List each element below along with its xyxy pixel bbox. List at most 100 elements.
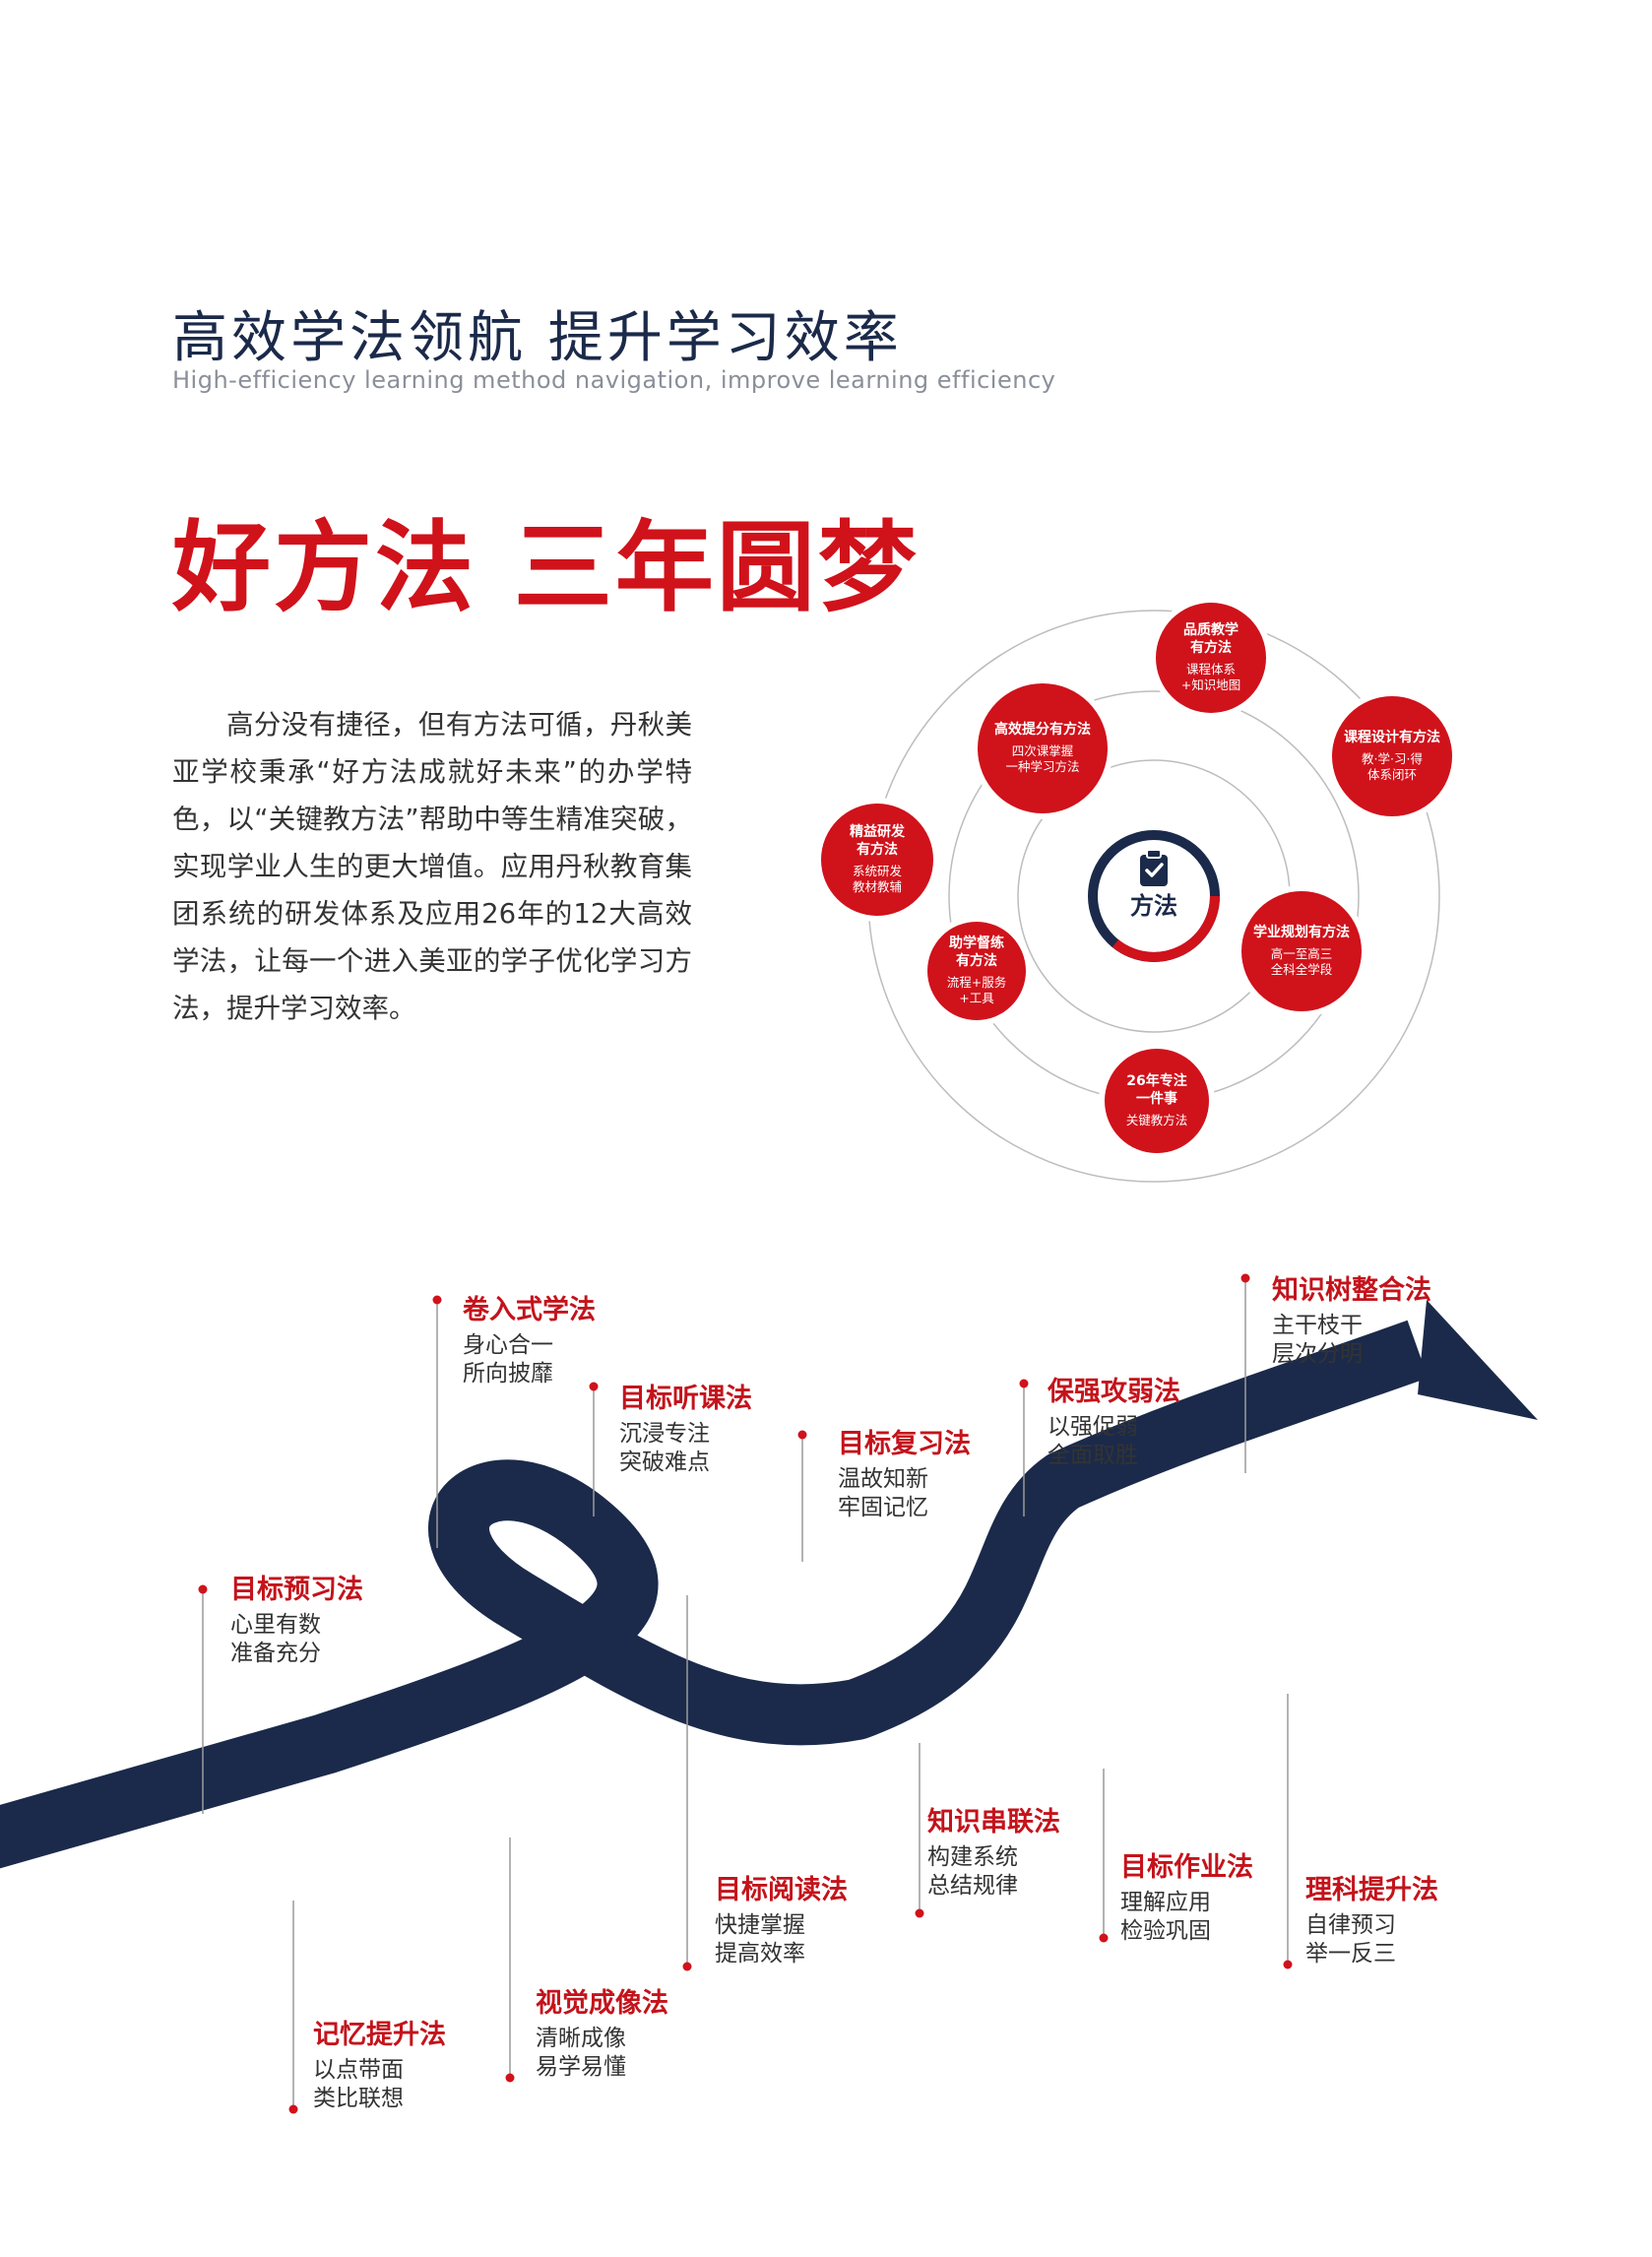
leader-dot	[505, 2073, 515, 2083]
method-desc-line2: 突破难点	[619, 1450, 710, 1475]
bubble-subtitle: +知识地图	[1181, 677, 1240, 692]
method-desc-line2: 牢固记忆	[838, 1495, 928, 1520]
bubble-subtitle: 流程+服务	[947, 975, 1006, 990]
method-name: 理科提升法	[1305, 1875, 1438, 1905]
method-label-bottom-4: 知识串联法构建系统总结规律	[927, 1806, 1060, 1901]
method-desc-line2: 准备充分	[230, 1641, 321, 1666]
bubble-title: 高效提分有方法	[994, 721, 1091, 738]
winding-road	[0, 1320, 1429, 1869]
leader-dot	[1019, 1379, 1029, 1388]
method-desc-line1: 主干枝干	[1272, 1313, 1363, 1338]
method-label-top-1: 目标预习法心里有数准备充分	[230, 1574, 363, 1668]
section-subtitle-en: High-efficiency learning method navigati…	[172, 366, 1056, 394]
bubble-title: 有方法	[956, 952, 997, 969]
bubble-title: 一件事	[1136, 1090, 1177, 1107]
method-bubbles: 品质教学有方法课程体系+知识地图课程设计有方法教·学·习·得体系闭环学业规划有方…	[815, 597, 1458, 1159]
bubble-subtitle: 教·学·习·得	[1362, 751, 1423, 766]
method-desc-line1: 温故知新	[838, 1466, 928, 1492]
bubble-disc	[1332, 696, 1452, 816]
method-label-bottom-5: 目标作业法理解应用检验巩固	[1120, 1851, 1253, 1946]
method-desc-line1: 快捷掌握	[715, 1912, 805, 1938]
method-label-top-4: 目标复习法温故知新牢固记忆	[838, 1428, 971, 1522]
method-desc-line2: 类比联想	[313, 2086, 404, 2111]
intro-paragraph: 高分没有捷径，但有方法可循，丹秋美亚学校秉承“好方法成就好未来”的办学特色，以“…	[172, 709, 692, 1024]
method-desc-line1: 沉浸专注	[619, 1421, 710, 1447]
leader-dot	[1283, 1960, 1293, 1969]
method-name: 视觉成像法	[536, 1988, 668, 2019]
bubble-disc	[1105, 1049, 1209, 1153]
leader-dot	[1099, 1933, 1109, 1943]
clipboard-check-icon	[1140, 849, 1168, 886]
method-label-bottom-3: 目标阅读法快捷掌握提高效率	[715, 1874, 848, 1968]
bubble-subtitle: 系统研发	[853, 864, 903, 878]
method-name: 目标作业法	[1120, 1852, 1253, 1883]
method-desc-line1: 以点带面	[313, 2057, 404, 2083]
method-desc-line2: 总结规律	[927, 1873, 1018, 1899]
method-name: 记忆提升法	[313, 2020, 446, 2050]
leader-dot	[589, 1382, 599, 1391]
bubble-title: 有方法	[857, 841, 898, 858]
methods-circle-diagram: 方法 品质教学有方法课程体系+知识地图课程设计有方法教·学·习·得体系闭环学业规…	[815, 597, 1458, 1183]
bubble-subtitle: 体系闭环	[1367, 767, 1417, 782]
bubble-title: 26年专注	[1126, 1072, 1186, 1089]
bubble-subtitle: 高一至高三	[1271, 946, 1333, 961]
leader-dot	[915, 1908, 924, 1918]
bubble-title: 课程设计有方法	[1344, 729, 1440, 745]
bubble-title: 学业规划有方法	[1253, 924, 1350, 940]
bubble-title: 精益研发	[850, 823, 906, 840]
bubble-disc	[927, 922, 1026, 1020]
leader-dot	[198, 1584, 208, 1594]
method-label-top-3: 目标听课法沉浸专注突破难点	[619, 1383, 752, 1477]
method-desc-line1: 心里有数	[230, 1612, 321, 1638]
method-name: 目标听课法	[619, 1384, 752, 1414]
method-label-bottom-1: 记忆提升法以点带面类比联想	[313, 2019, 446, 2113]
method-label-top-5: 保强攻弱法以强促弱全面取胜	[1048, 1376, 1180, 1470]
bubble-disc	[978, 683, 1108, 813]
method-road-illustration	[0, 1273, 1538, 2114]
method-label-top-2: 卷入式学法身心合一所向披靡	[463, 1294, 596, 1388]
method-name: 目标复习法	[838, 1429, 971, 1459]
label-leader-lines	[198, 1273, 1293, 2114]
bubble-disc	[821, 804, 933, 916]
method-desc-line2: 易学易懂	[536, 2054, 626, 2080]
bubble-subtitle: +工具	[959, 991, 994, 1005]
leader-dot	[797, 1430, 807, 1440]
center-badge: 方法	[1085, 827, 1223, 965]
method-name: 知识树整合法	[1272, 1275, 1431, 1306]
leader-dot	[288, 2104, 298, 2114]
bubble-subtitle: 全科全学段	[1271, 962, 1333, 977]
method-name: 目标预习法	[230, 1575, 363, 1605]
bubble-subtitle: 关键教方法	[1126, 1113, 1188, 1128]
method-label-bottom-2: 视觉成像法清晰成像易学易懂	[536, 1987, 668, 2082]
method-desc-line2: 提高效率	[715, 1941, 805, 1967]
method-name: 目标阅读法	[715, 1875, 848, 1905]
bubble-title: 助学督练	[949, 935, 1004, 951]
method-name: 保强攻弱法	[1048, 1377, 1180, 1407]
method-desc-line2: 检验巩固	[1120, 1918, 1211, 1944]
method-desc-line1: 理解应用	[1120, 1890, 1211, 1915]
bubble-subtitle: 课程体系	[1186, 662, 1236, 677]
method-name: 知识串联法	[927, 1807, 1060, 1838]
bubble-subtitle: 教材教辅	[853, 879, 902, 894]
road-arrow-head	[1418, 1300, 1538, 1420]
headline: 好方法 三年圆梦	[172, 510, 920, 625]
method-label-top-6: 知识树整合法主干枝干层次分明	[1272, 1274, 1431, 1369]
center-label: 方法	[1130, 892, 1177, 920]
method-desc-line1: 自律预习	[1305, 1912, 1396, 1938]
method-name: 卷入式学法	[463, 1295, 596, 1325]
method-desc-line1: 构建系统	[927, 1844, 1018, 1870]
bubble-subtitle: 一种学习方法	[1005, 759, 1079, 774]
method-desc-line2: 举一反三	[1305, 1941, 1396, 1967]
method-desc-line1: 清晰成像	[536, 2026, 626, 2051]
method-desc-line1: 身心合一	[463, 1332, 553, 1358]
bubble-disc	[1241, 891, 1362, 1011]
leader-dot	[682, 1962, 692, 1971]
method-desc-line1: 以强促弱	[1048, 1414, 1138, 1440]
method-label-bottom-6: 理科提升法自律预习举一反三	[1305, 1874, 1438, 1968]
